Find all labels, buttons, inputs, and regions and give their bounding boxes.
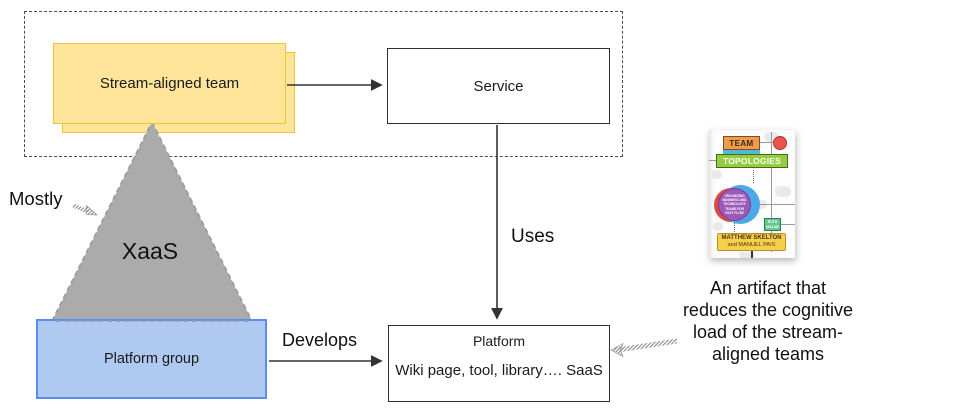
xaas-triangle-shape (47, 120, 257, 328)
cover-dotted-line (734, 222, 735, 232)
platform-box: Platform Wiki page, tool, library…. SaaS (388, 325, 610, 402)
cover-line (771, 224, 795, 226)
book-author-line1: MATTHEW SKELTON (721, 234, 782, 241)
platform-group-label: Platform group (103, 351, 200, 367)
team-topologies-book-cover: TEAM TOPOLOGIES ORGANIZING BUSINESS AND … (709, 130, 795, 258)
cover-teal-strip (723, 150, 760, 155)
book-title-top: TEAM (723, 136, 760, 150)
xaas-label: XaaS (121, 238, 179, 264)
book-tagline-circle: ORGANIZING BUSINESS AND TECHNOLOGY TEAMS… (718, 188, 751, 221)
platform-subtitle: Wiki page, tool, library…. SaaS (395, 362, 603, 379)
cover-bg-blob (711, 170, 722, 179)
book-title-main: TOPOLOGIES (716, 154, 788, 168)
uses-label: Uses (511, 226, 555, 247)
stream-aligned-team-box: Stream-aligned team (53, 43, 286, 124)
service-box: Service (387, 48, 610, 124)
book-authors-box: MATTHEW SKELTON and MANUEL PAIS (717, 233, 786, 251)
book-author-line2: and MANUEL PAIS (727, 242, 776, 249)
service-label: Service (473, 77, 524, 95)
cover-red-dot (773, 136, 787, 150)
cover-line (755, 204, 795, 206)
cover-line (709, 160, 716, 162)
cover-bg-blob (713, 222, 723, 231)
platform-group-box: Platform group (36, 319, 267, 399)
mostly-label: Mostly (9, 188, 63, 209)
cover-line (751, 251, 753, 258)
cover-dotted-line (753, 170, 754, 183)
stream-aligned-team-label: Stream-aligned team (99, 75, 240, 92)
cover-line (760, 142, 774, 144)
cover-bg-blob (739, 252, 754, 258)
cover-bg-blob (775, 186, 791, 197)
book-tagline: ORGANIZING BUSINESS AND TECHNOLOGY TEAMS… (722, 194, 747, 215)
platform-title: Platform (472, 333, 526, 349)
dashed-boundary-box (24, 11, 623, 157)
book-endorser-badge: RUTH MALAN (764, 218, 781, 231)
artifact-caption: An artifact that reduces the cognitive l… (682, 278, 854, 364)
develops-label: Develops (282, 330, 358, 350)
cover-line (771, 132, 773, 252)
